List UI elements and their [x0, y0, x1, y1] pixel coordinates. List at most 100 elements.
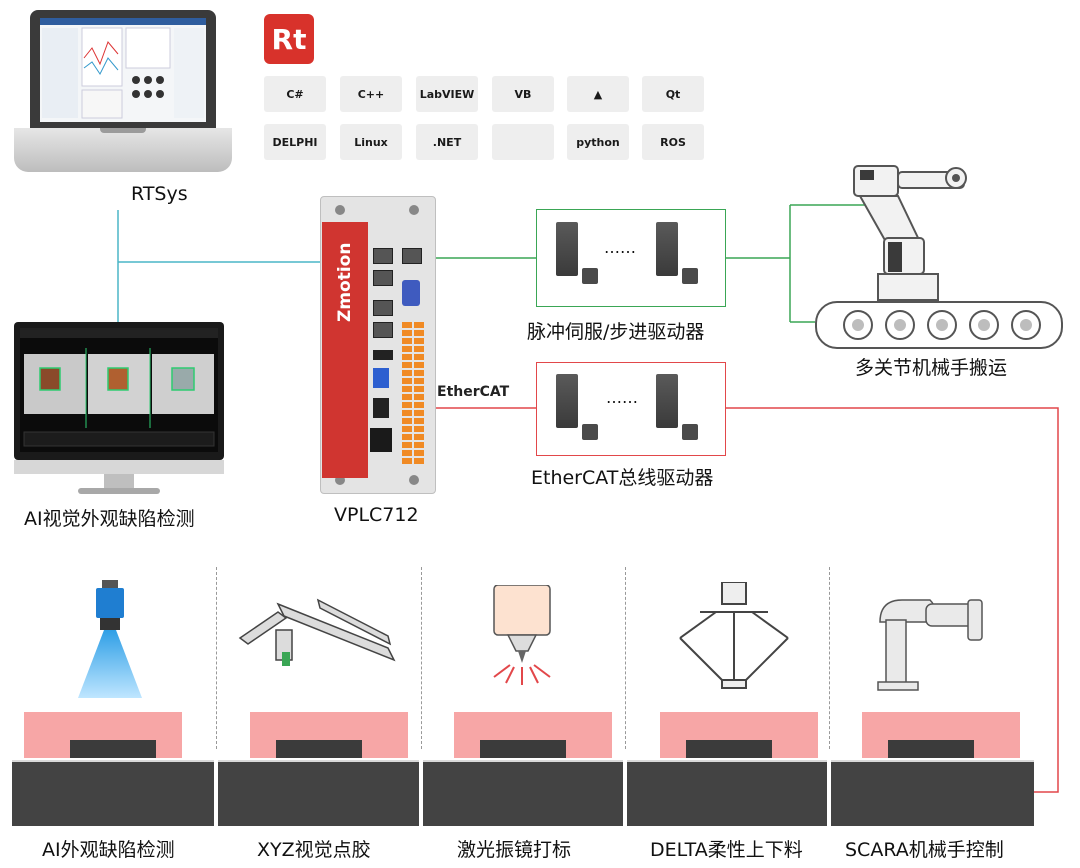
station-label: DELTA柔性上下料	[650, 839, 803, 861]
station-divider	[421, 567, 422, 749]
io-terminal	[414, 426, 424, 432]
io-terminal	[414, 442, 424, 448]
roller	[843, 310, 873, 340]
io-terminal	[414, 322, 424, 328]
laser-head-icon	[493, 585, 551, 685]
pulse-drive	[656, 222, 678, 276]
vplc-front-panel	[322, 222, 368, 478]
io-terminal	[402, 426, 412, 432]
cpp-icon: C++	[340, 76, 402, 112]
rt-logo: Rt	[264, 14, 314, 64]
io-terminal	[414, 458, 424, 464]
lan1-port	[373, 248, 393, 264]
python-icon: python	[567, 124, 629, 160]
io-terminal	[414, 410, 424, 416]
vb-icon: VB	[492, 76, 554, 112]
workpiece	[480, 740, 566, 758]
conveyor	[815, 301, 1063, 349]
io-terminal	[414, 338, 424, 344]
io-terminal	[402, 322, 412, 328]
power-terminal	[370, 428, 392, 452]
station-label: 激光振镜打标	[457, 839, 572, 861]
io-terminal	[402, 330, 412, 336]
io-terminal	[402, 378, 412, 384]
io-terminal	[402, 450, 412, 456]
io-terminal	[414, 354, 424, 360]
io-terminal	[402, 442, 412, 448]
io-terminal	[402, 458, 412, 464]
usb3-port	[373, 368, 389, 388]
csharp-icon: C#	[264, 76, 326, 112]
io-terminal	[414, 394, 424, 400]
ethercat-port	[402, 248, 422, 264]
conveyor-belt	[831, 760, 1034, 826]
io-terminal	[414, 386, 424, 392]
conveyor-belt	[218, 760, 419, 826]
pc-label: RTSys	[131, 183, 188, 205]
xyz-gantry-icon	[238, 598, 396, 666]
laptop-notch	[100, 128, 146, 133]
ethercat-logo: EtherCAT	[437, 384, 510, 400]
scara-robot-icon	[877, 599, 983, 691]
io-terminal	[402, 386, 412, 392]
robot-arm-illustration	[853, 165, 967, 301]
pulse-ellipsis: ……	[604, 238, 636, 257]
camera-icon	[78, 580, 142, 698]
labview-icon: LabVIEW	[416, 76, 478, 112]
matlab-icon: ▲	[567, 76, 629, 112]
ethercat-drive	[556, 374, 578, 428]
dotnet-icon: .NET	[416, 124, 478, 160]
qt-icon: Qt	[642, 76, 704, 112]
io-terminal	[402, 418, 412, 424]
io-terminal	[414, 330, 424, 336]
ethercat-ellipsis: ……	[606, 388, 638, 407]
io-terminal	[402, 410, 412, 416]
roller	[927, 310, 957, 340]
io-terminal	[414, 362, 424, 368]
controller-label: VPLC712	[334, 504, 419, 526]
station-label: AI外观缺陷检测	[42, 839, 175, 861]
monitor-stand	[104, 474, 134, 490]
linux-icon: Linux	[340, 124, 402, 160]
pulse-drive	[556, 222, 578, 276]
usb2-port	[373, 398, 389, 418]
hdmi-port	[373, 350, 393, 360]
ethercat-drive-label: EtherCAT总线驱动器	[531, 467, 714, 489]
io-terminal	[402, 434, 412, 440]
rtsys-screen	[40, 18, 206, 122]
laptop-base	[14, 128, 232, 172]
io-terminal	[402, 338, 412, 344]
vision-screen	[20, 328, 218, 452]
ethercat-motor	[682, 424, 698, 440]
io-terminal	[414, 378, 424, 384]
lan4-port	[373, 322, 393, 338]
io-terminal	[414, 370, 424, 376]
ros-icon: ROS	[642, 124, 704, 160]
monitor-chin	[14, 460, 224, 474]
workpiece	[70, 740, 156, 758]
io-terminal	[402, 370, 412, 376]
workpiece	[888, 740, 974, 758]
roller	[1011, 310, 1041, 340]
delta-robot-icon	[679, 582, 789, 689]
lan3-port	[373, 300, 393, 316]
io-terminal	[402, 346, 412, 352]
station-divider	[625, 567, 626, 749]
io-terminal	[414, 418, 424, 424]
conveyor-belt	[627, 760, 827, 826]
io-terminal	[402, 402, 412, 408]
delphi-icon: DELPHI	[264, 124, 326, 160]
roller	[885, 310, 915, 340]
io-terminal	[414, 434, 424, 440]
ethercat-motor	[582, 424, 598, 440]
vplc-brand: Zmotion	[335, 242, 355, 322]
io-terminal	[414, 346, 424, 352]
workpiece	[276, 740, 362, 758]
conveyor-belt	[12, 760, 214, 826]
roller	[969, 310, 999, 340]
vga-port	[402, 280, 420, 306]
pulse-motor	[682, 268, 698, 284]
ethercat-drive	[656, 374, 678, 428]
robot-label: 多关节机械手搬运	[855, 357, 1008, 379]
station-divider	[216, 567, 217, 749]
